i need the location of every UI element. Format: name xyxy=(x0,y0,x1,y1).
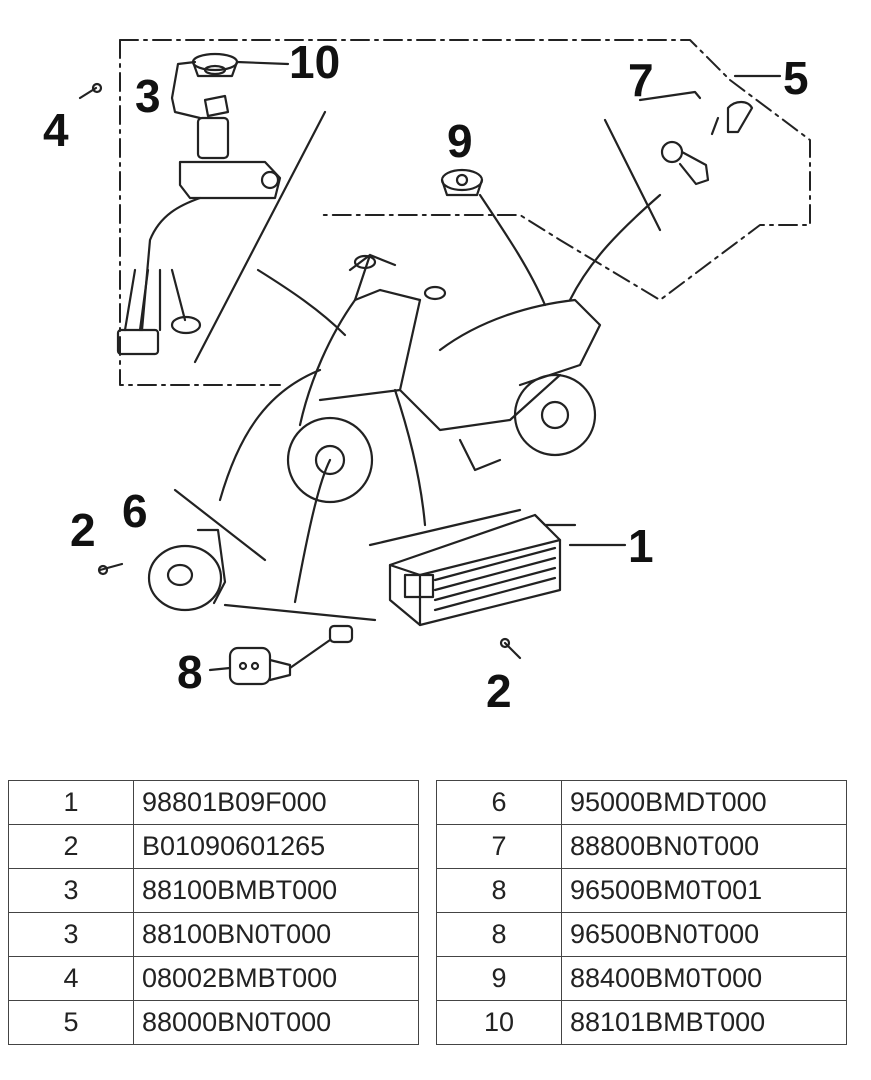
wire-ignition xyxy=(256,268,347,337)
leader-8 xyxy=(208,666,232,672)
wire-sensor xyxy=(478,193,547,307)
part-number-cell: 8 xyxy=(436,868,562,913)
scooter-frame xyxy=(286,253,602,504)
part-code-cell: 88100BN0T000 xyxy=(133,912,419,957)
left-assembly-outline xyxy=(119,39,731,386)
wire-seat-lock xyxy=(568,193,662,302)
table-row: 9 88400BM0T000 xyxy=(436,956,847,1001)
horn-part xyxy=(147,528,227,612)
wire-regulator xyxy=(393,388,427,527)
ignition-cap-part xyxy=(191,52,239,78)
callout-9: 9 xyxy=(447,115,473,167)
parts-table-left: 1 98801B09F000 2 B01090601265 3 88100BMB… xyxy=(8,780,419,1045)
callout-8: 8 xyxy=(177,646,203,698)
parts-table-right: 6 95000BMDT000 7 88800BN0T000 8 96500BM0… xyxy=(436,780,847,1045)
part-code-cell: 95000BMDT000 xyxy=(561,780,847,825)
part-number-cell: 6 xyxy=(436,780,562,825)
table-row: 1 98801B09F000 xyxy=(8,780,419,825)
table-row: 5 88000BN0T000 xyxy=(8,1000,419,1045)
callout-4: 4 xyxy=(43,104,69,156)
table-row: 10 88101BMBT000 xyxy=(436,1000,847,1045)
ignition-switch-part xyxy=(116,94,282,356)
part-code-cell: 96500BN0T000 xyxy=(561,912,847,957)
part-number-cell: 4 xyxy=(8,956,134,1001)
part-code-cell: 98801B09F000 xyxy=(133,780,419,825)
exploded-parts-diagram: 1 2 2 3 4 5 6 7 8 9 10 xyxy=(43,36,811,717)
bracket-seat-lock xyxy=(603,118,662,232)
part-number-cell: 10 xyxy=(436,1000,562,1045)
part-code-cell: 88101BMBT000 xyxy=(561,1000,847,1045)
callout-5: 5 xyxy=(783,52,809,104)
part-code-cell: 88100BMBT000 xyxy=(133,868,419,913)
right-assembly-outline xyxy=(319,79,811,301)
sensor-part xyxy=(440,168,484,197)
part-code-cell: 88000BN0T000 xyxy=(133,1000,419,1045)
table-row: 3 88100BN0T000 xyxy=(8,912,419,957)
part-number-cell: 3 xyxy=(8,868,134,913)
part-code-cell: 96500BM0T001 xyxy=(561,868,847,913)
table-row: 4 08002BMBT000 xyxy=(8,956,419,1001)
callout-10: 10 xyxy=(289,36,340,88)
seat-lock-part xyxy=(660,100,754,186)
table-row: 8 96500BN0T000 xyxy=(436,912,847,957)
part-number-cell: 8 xyxy=(436,912,562,957)
part-code-cell: B01090601265 xyxy=(133,824,419,869)
part-number-cell: 5 xyxy=(8,1000,134,1045)
leader-3 xyxy=(170,60,202,120)
bracket-horn xyxy=(173,488,267,562)
part-number-cell: 9 xyxy=(436,956,562,1001)
table-row: 6 95000BMDT000 xyxy=(436,780,847,825)
part-number-cell: 7 xyxy=(436,824,562,869)
table-row: 2 B01090601265 xyxy=(8,824,419,869)
part-code-cell: 88800BN0T000 xyxy=(561,824,847,869)
callout-3: 3 xyxy=(135,70,161,122)
small-screw-part xyxy=(78,82,103,100)
callout-1: 1 xyxy=(628,520,654,572)
connector-part xyxy=(228,624,354,686)
wire-horn xyxy=(218,368,322,502)
horn-screw-part xyxy=(97,562,124,576)
leader-7 xyxy=(638,90,702,102)
part-number-cell: 2 xyxy=(8,824,134,869)
callout-6: 6 xyxy=(122,485,148,537)
bracket-regulator xyxy=(368,508,522,547)
regulator-screw-part xyxy=(499,637,522,660)
part-code-cell: 08002BMBT000 xyxy=(133,956,419,1001)
part-number-cell: 3 xyxy=(8,912,134,957)
callout-7: 7 xyxy=(628,54,654,106)
table-row: 3 88100BMBT000 xyxy=(8,868,419,913)
table-row: 8 96500BM0T001 xyxy=(436,868,847,913)
wire-connector xyxy=(293,458,332,604)
part-number-cell: 1 xyxy=(8,780,134,825)
regulator-part xyxy=(388,513,577,627)
table-row: 7 88800BN0T000 xyxy=(436,824,847,869)
callout-2-right: 2 xyxy=(486,665,512,717)
leader-10 xyxy=(235,60,290,66)
bracket-ignition xyxy=(193,110,327,364)
part-code-cell: 88400BM0T000 xyxy=(561,956,847,1001)
bracket-connector xyxy=(223,603,377,622)
callout-2-left: 2 xyxy=(70,504,96,556)
